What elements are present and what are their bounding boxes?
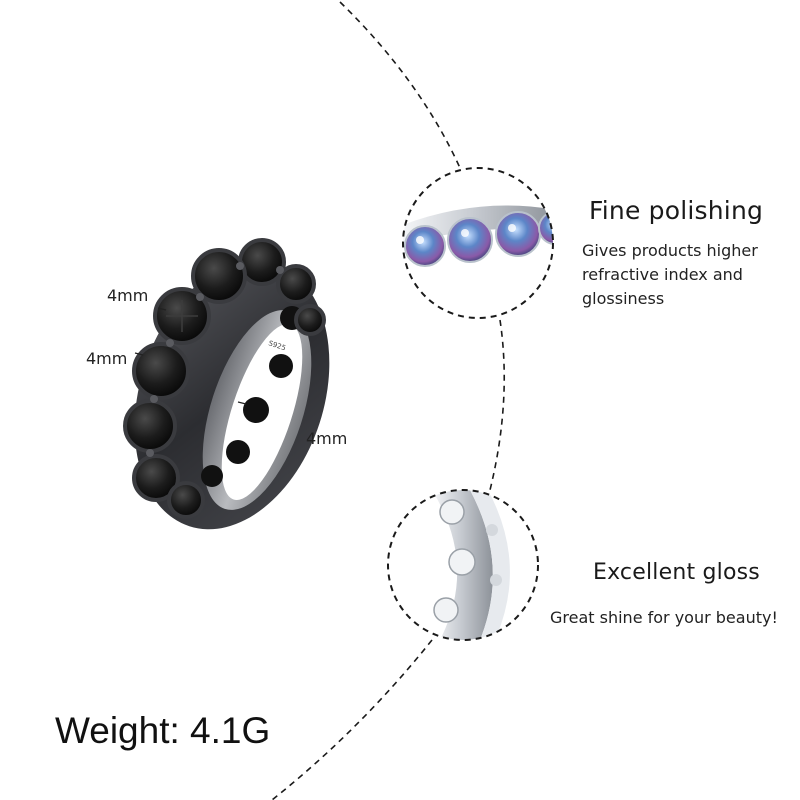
feature-desc-gloss: Great shine for your beauty! <box>550 608 778 627</box>
stone-size-label-3: 4mm <box>306 429 348 448</box>
stone-size-label-2: 4mm <box>86 349 128 368</box>
feature-desc-polishing: Gives products higher refractive index a… <box>582 241 758 308</box>
zoom-circle-polishing <box>402 167 554 319</box>
feature-title-gloss: Excellent gloss <box>593 560 760 585</box>
stone-size-label-1: 4mm <box>107 286 149 305</box>
dimension-ticks <box>134 307 247 405</box>
dashed-arc-middle <box>489 319 506 491</box>
prongs <box>146 262 284 457</box>
feature-title-polishing: Fine polishing <box>589 196 764 225</box>
stone-facets <box>166 300 198 332</box>
eternity-ring: S925 <box>123 238 330 530</box>
front-stones <box>123 238 326 519</box>
zoom-circle-gloss <box>387 489 539 641</box>
dashed-arc-lower <box>271 639 433 800</box>
product-weight: Weight: 4.1G <box>55 710 271 751</box>
dashed-arc-upper <box>339 1 461 169</box>
